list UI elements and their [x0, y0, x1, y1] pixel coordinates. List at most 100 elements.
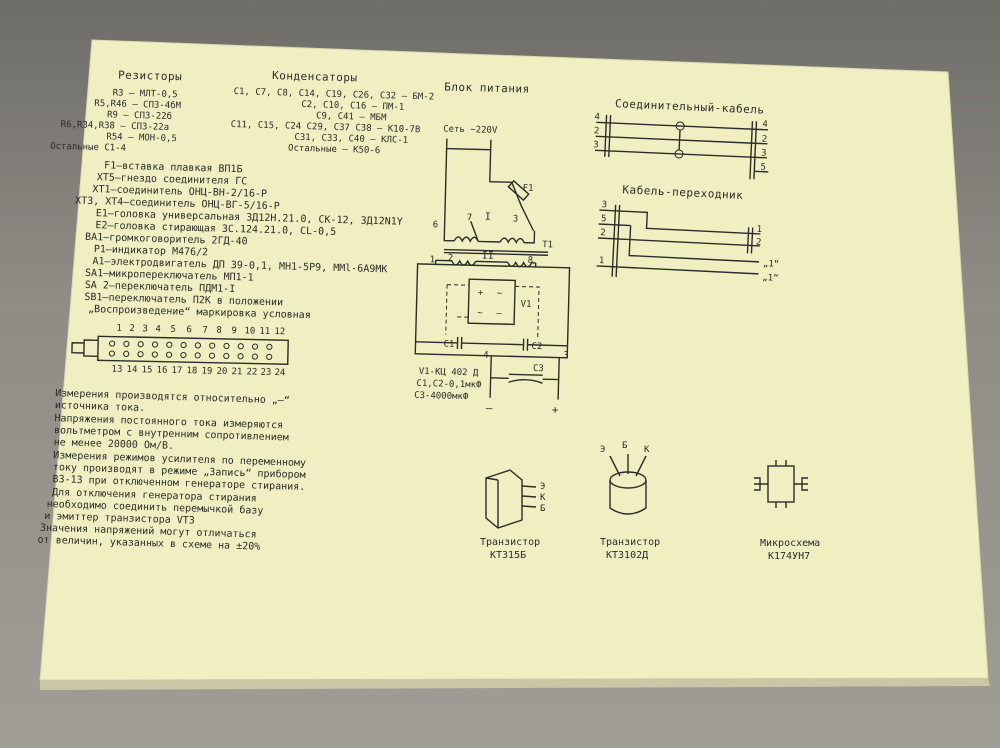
kt315-leads: [521, 485, 537, 508]
pin-label: 3: [761, 149, 767, 159]
pin-label: 3: [563, 351, 569, 361]
kt3102-leads: [609, 454, 647, 477]
bridge-terminal: +: [478, 288, 484, 298]
part-type: КТ315Б: [490, 550, 526, 561]
lead-label: Б: [540, 504, 545, 514]
lead-label: Б: [622, 441, 627, 451]
pin-label: 1: [430, 255, 436, 265]
pin-label: 1: [599, 256, 605, 266]
winding-1-label: I: [485, 212, 491, 223]
capacitor-line: С9, С41 – МБМ: [316, 111, 387, 123]
cable2-connector-left: [611, 204, 617, 277]
cable2-title: Кабель-переходник: [622, 183, 744, 202]
component-line: F1–вставка плавкая ВП1Б: [104, 160, 243, 175]
pin-number: 10: [244, 326, 255, 336]
bridge-terminal: –: [496, 309, 502, 319]
mains-wire-left: [443, 148, 448, 224]
pin-label: 2: [594, 126, 600, 136]
component-line: Р1–индикатор М476/2: [94, 244, 209, 258]
cable2-connector-right: [746, 227, 750, 254]
note-line: и эмиттер транзистора VT3: [44, 511, 195, 527]
pin-label: 3: [601, 200, 607, 210]
connector-contact: [223, 342, 230, 350]
transformer-core: [443, 251, 548, 256]
capacitor-c3-label: C3: [533, 364, 544, 374]
transformer-core: [443, 248, 548, 253]
component-line: ВА1–громкоговоритель 2ГД-40: [85, 232, 248, 248]
bridge-wiring: [445, 284, 540, 338]
pin-number: 20: [216, 367, 227, 377]
bridge-terminal: ~: [477, 308, 483, 318]
output-label: „1“: [763, 259, 780, 270]
pin-number: 3: [142, 324, 148, 334]
pin-label: 4: [762, 120, 768, 130]
connector-plug: [71, 339, 99, 357]
pin-number: 21: [231, 367, 242, 377]
mains-label: Сеть ~220V: [443, 124, 498, 135]
resistor-line: R3 – МЛТ-0,5: [112, 88, 177, 100]
lead-label: К: [540, 493, 546, 503]
mains-plug: [445, 138, 492, 151]
connector-contact: [209, 342, 216, 349]
pin-label: 8: [528, 256, 534, 266]
pin-number: 8: [216, 326, 222, 336]
lead-label: Э: [600, 445, 605, 455]
connector-contact: [151, 341, 159, 348]
transformer-label: T1: [542, 240, 553, 250]
connector-contact: [180, 341, 187, 349]
output-minus: –: [486, 402, 493, 415]
transistor-kt315-drawing: Э К Б Транзистор КТ315Б: [480, 469, 546, 561]
pin-number: 15: [141, 365, 152, 375]
output-wires: [489, 355, 560, 400]
resistor-list: Резисторы R3 – МЛТ-0,5 R5,R46 – СП3-4бМ …: [50, 69, 182, 154]
transistor-kt3102-drawing: Э Б К Транзистор КТ3102Д: [600, 441, 660, 561]
pin-number: 23: [260, 368, 271, 378]
bridge-rectifier: [467, 278, 516, 326]
capacitor-c3-plate: [508, 379, 543, 384]
cable2-connector-right: [750, 227, 754, 254]
primary-coil-right: [499, 230, 536, 244]
pin-label: 3: [593, 140, 599, 150]
pin-label: 7: [467, 213, 473, 223]
pin-label: 2: [756, 238, 762, 248]
capacitor-line: Остальные – К50-6: [288, 144, 380, 157]
cable1-connector-right: [749, 121, 754, 180]
kt3102-body: [609, 480, 647, 515]
resistor-line: R54 – МОН-0,5: [106, 132, 177, 144]
capacitor-header: Конденсаторы: [272, 69, 358, 84]
connector-contact: [166, 341, 173, 348]
component-list: F1–вставка плавкая ВП1Б ХТ5–гнездо соеди…: [75, 160, 403, 321]
bridge-terminal: ~: [497, 289, 503, 299]
connector-contact: [208, 352, 216, 359]
pin-number: 4: [155, 324, 161, 334]
resistor-line: R9 – СП3-22б: [107, 109, 172, 122]
component-line: SА 2–переключатель ПДМ1-I: [85, 280, 236, 295]
connector-contact: [137, 351, 144, 358]
capacitor-line: С31, С33, С40 – КЛС-1: [294, 133, 408, 146]
cable1-connector-right: [753, 121, 758, 180]
pin-number: 17: [171, 366, 182, 376]
power-legend-line: С3-4000мкФ: [414, 391, 469, 402]
cable1-shield-mark: [674, 149, 684, 159]
fuse: [507, 179, 530, 202]
component-line: SА1–микропереключатель МП1-1: [85, 268, 254, 284]
output-label: „1“: [762, 273, 779, 284]
pin-number: 9: [231, 326, 237, 336]
cable1-wires: [595, 121, 769, 159]
secondary-mid: [475, 260, 508, 263]
capacitor-c3-plate: [508, 373, 543, 376]
cable2-wires: [596, 209, 761, 275]
part-type: К174УН7: [768, 551, 810, 562]
resistor-line: R6,R34,R38 – СП3-22а: [61, 120, 170, 133]
note-line: не менее 20000 Ом/В.: [53, 437, 174, 452]
adapter-cable-diagram: Кабель-переходник 3 5 2 1 1 2 „1“ „1“: [596, 183, 780, 284]
connector-contact: [194, 342, 202, 349]
pin-number: 6: [186, 325, 192, 335]
cable1-shield-mark: [675, 121, 685, 131]
pin-label: 4: [483, 351, 489, 361]
resistor-line: R5,R46 – СП3-4бМ: [94, 98, 182, 111]
connector-contact: [108, 350, 116, 357]
connector-contacts: [108, 340, 273, 360]
pin-number: 12: [274, 327, 285, 337]
